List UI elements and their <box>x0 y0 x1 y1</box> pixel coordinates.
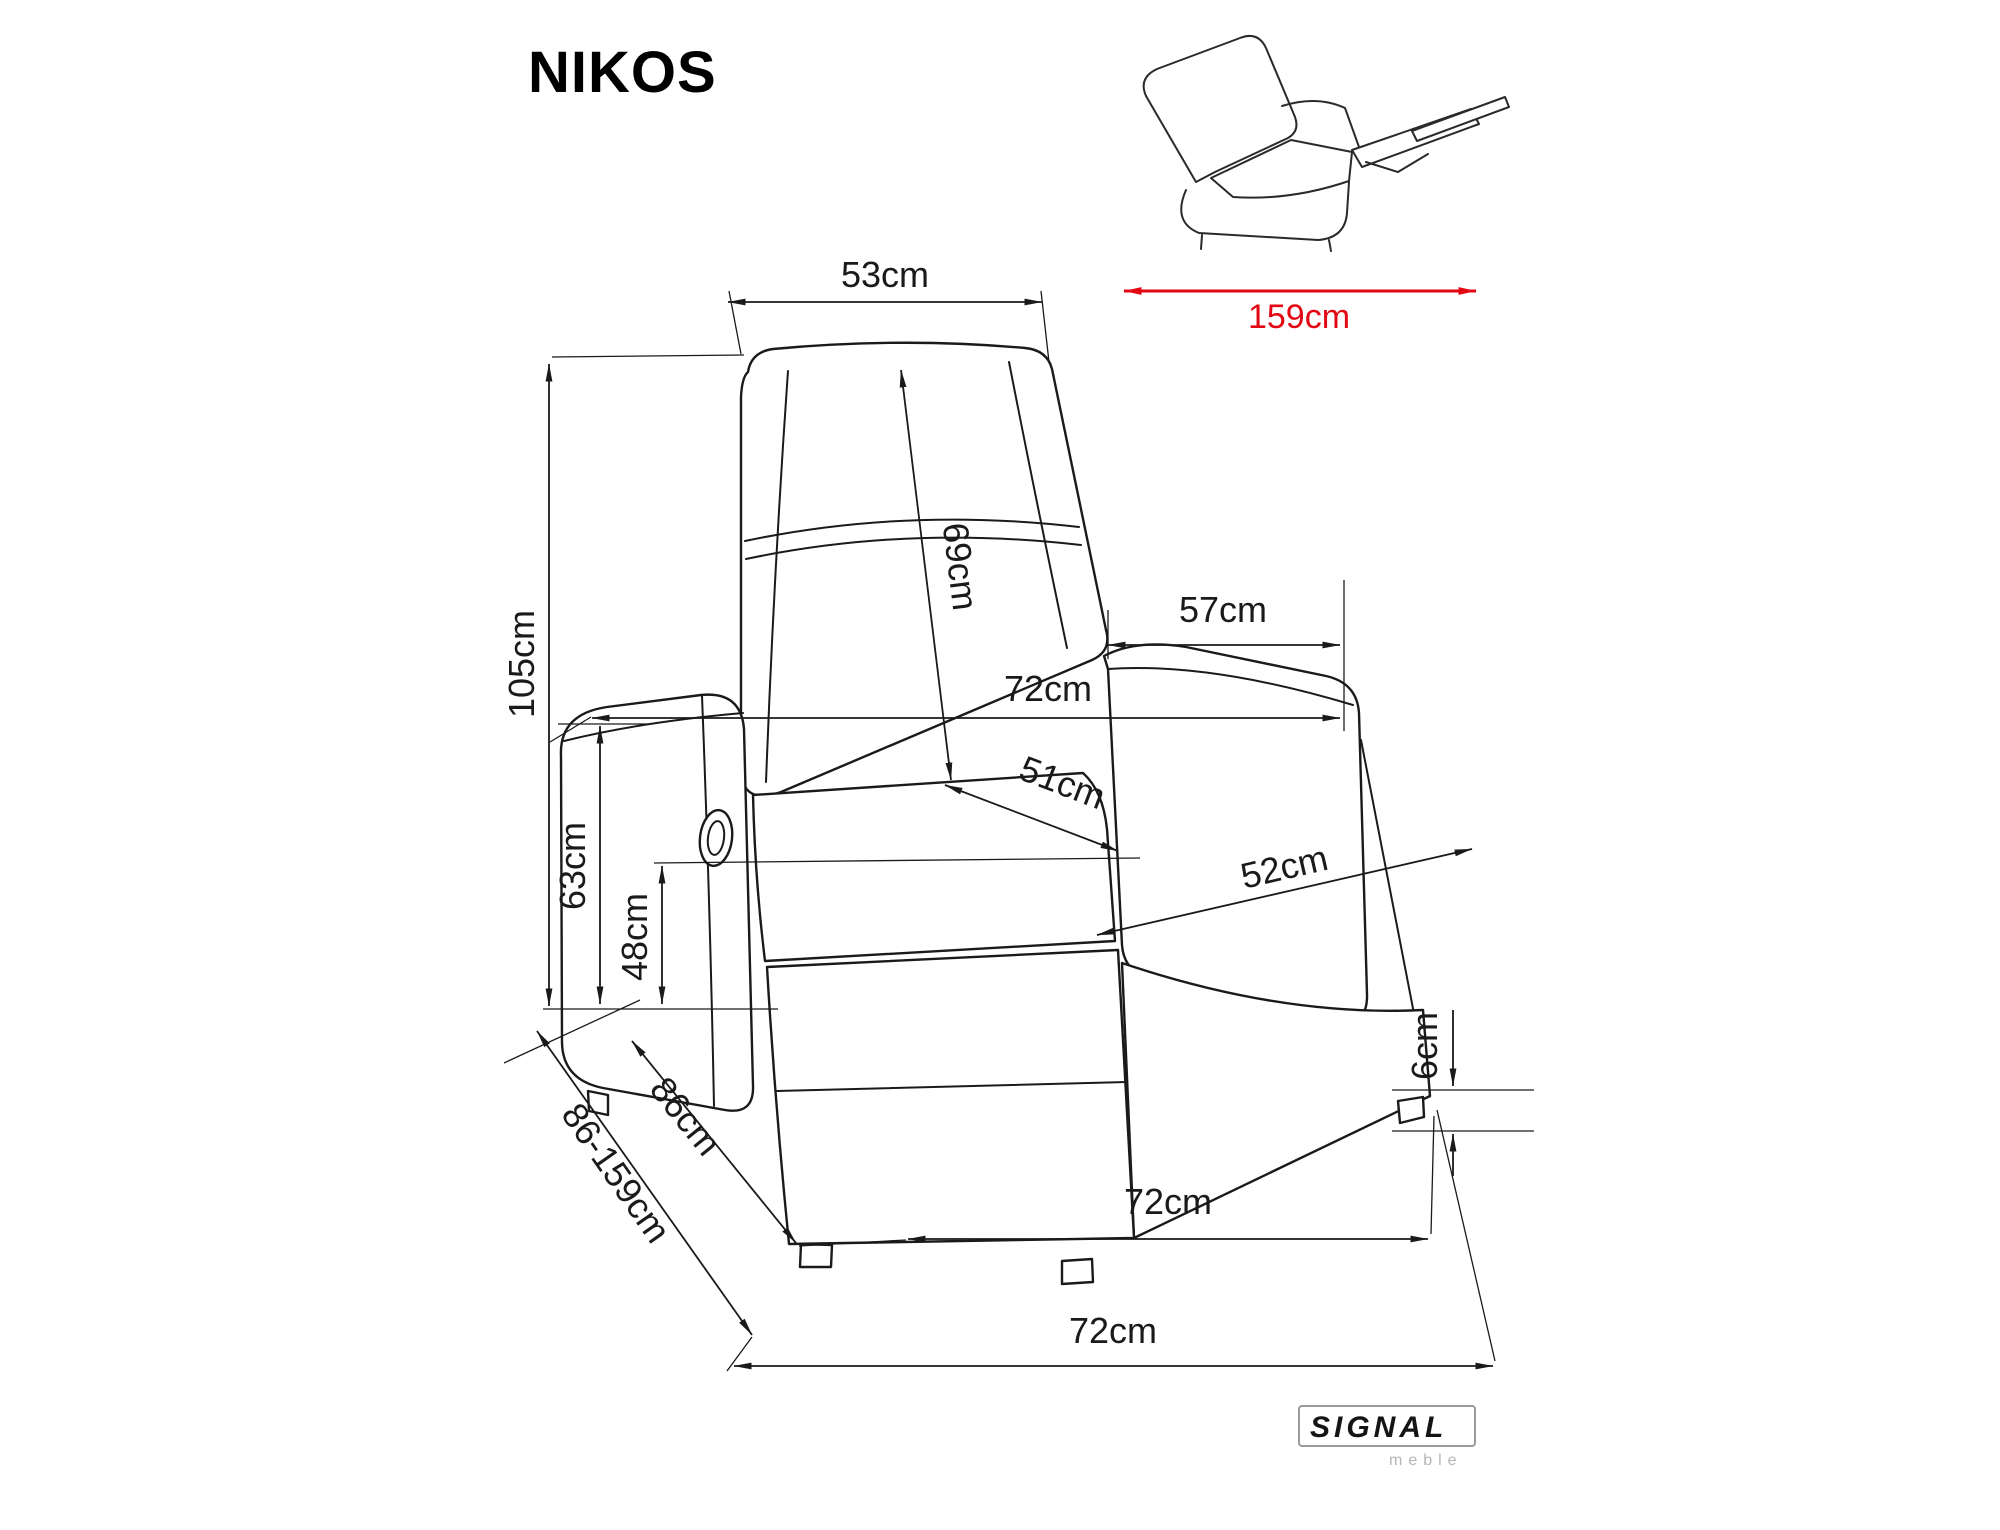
inset-feet <box>1200 234 1332 252</box>
right-armrest-outline <box>1102 643 1369 1022</box>
dim-line-depth-range <box>536 1030 753 1336</box>
ext-72o-right <box>1436 1109 1496 1362</box>
right-armrest-top-seam <box>1107 667 1354 706</box>
page-title: NIKOS <box>528 40 717 105</box>
foot-right-rear <box>1396 1095 1426 1125</box>
inset-seat <box>1210 139 1353 199</box>
label-total-height: 105cm <box>501 610 542 718</box>
brand-logo: SIGNAL meble <box>1298 1405 1476 1469</box>
recline-lever-inner <box>706 820 726 856</box>
inset-linkage <box>1365 153 1429 173</box>
base-right-panel <box>1120 961 1432 1240</box>
brand-subtitle: meble <box>1389 1452 1463 1469</box>
dimension-lines <box>536 298 1494 1370</box>
inset-armrest <box>1281 99 1360 148</box>
backrest-outline <box>739 341 1109 797</box>
inset-footrest <box>1411 96 1510 142</box>
backrest-left-seam <box>765 370 789 783</box>
dim-line-seat-depth <box>944 784 1119 852</box>
reclined-chair-inset: 159cm <box>1123 35 1510 336</box>
ext-72i-right <box>1430 1115 1435 1235</box>
ext-48-top <box>653 857 1141 864</box>
extended-length-label: 159cm <box>1248 298 1350 336</box>
inset-backrest <box>1142 35 1298 183</box>
dim-line-seat-width <box>1096 848 1473 936</box>
ext-72o-left <box>726 1336 753 1372</box>
label-seat-height: 48cm <box>614 893 655 981</box>
label-back-top-width: 53cm <box>841 254 929 295</box>
label-depth-range: 86-159cm <box>554 1096 679 1251</box>
foot-front-left <box>798 1242 834 1269</box>
recline-lever <box>698 808 734 868</box>
ext-105-top <box>551 354 745 358</box>
foot-front-right <box>1060 1257 1095 1286</box>
label-armrest-depth: 57cm <box>1179 589 1267 630</box>
ext-53-left <box>728 290 742 355</box>
label-base-front-width: 72cm <box>1124 1181 1212 1222</box>
base-front-panel <box>765 948 1136 1246</box>
label-total-width: 72cm <box>1069 1310 1157 1351</box>
label-armrest-height: 63cm <box>552 822 593 910</box>
ext-53-right <box>1040 290 1050 363</box>
brand-logo-frame <box>1298 1405 1476 1447</box>
brand-name: SIGNAL <box>1310 1411 1447 1444</box>
backrest-right-seam <box>1008 361 1068 649</box>
label-ground-clearance: 6cm <box>1404 1012 1445 1080</box>
label-width-at-arms: 72cm <box>1004 668 1092 709</box>
base-front-seam <box>776 1081 1128 1092</box>
ext-72-left <box>549 716 592 743</box>
inset-base <box>1180 181 1350 241</box>
dim-line-backrest-length <box>899 369 953 781</box>
ext-86-bottom <box>798 1239 907 1247</box>
